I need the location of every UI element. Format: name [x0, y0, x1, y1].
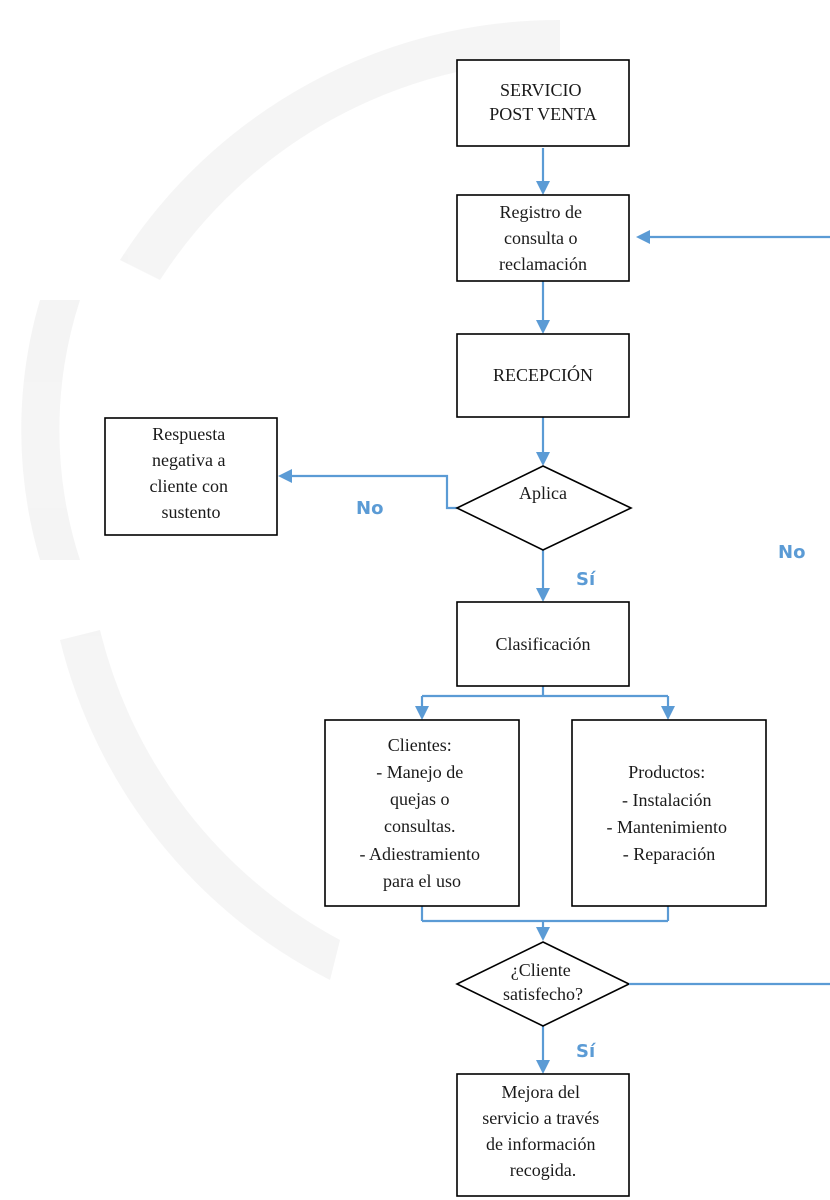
- node-registro-line-3: reclamación: [499, 254, 587, 274]
- node-productos-line-2: - Instalación: [622, 790, 711, 810]
- arrowhead-mejora: [536, 1060, 550, 1074]
- node-mejora-line-4: recogida.: [510, 1160, 576, 1180]
- decision-satisfecho-line-2: satisfecho?: [503, 984, 583, 1004]
- arrowhead-registro: [536, 181, 550, 195]
- node-productos-line-3: - Mantenimiento: [607, 817, 727, 837]
- svg-text:RECEPCIÓN: RECEPCIÓN: [493, 364, 593, 385]
- node-respuesta-line-3: cliente con: [150, 476, 228, 496]
- svg-text:Productos: - Instalación: Productos: - Instalación - Mantenimiento…: [607, 762, 732, 864]
- node-mejora-servicio: Mejora del servicio a través de informac…: [456, 1073, 630, 1197]
- arrowhead-aplica: [536, 452, 550, 466]
- decision-aplica: Aplica: [455, 465, 633, 551]
- connectors: [278, 148, 830, 1074]
- decision-satisfecho-line-1: ¿Cliente: [511, 960, 571, 980]
- edge-aplica-no: [290, 474, 458, 510]
- node-recepcion: RECEPCIÓN: [456, 333, 630, 418]
- node-mejora-line-2: servicio a través: [482, 1108, 599, 1128]
- arrowhead-respuesta: [278, 469, 292, 483]
- arrowhead-productos: [661, 706, 675, 720]
- node-productos-line-1: Productos:: [628, 762, 705, 782]
- node-registro-line-2: consulta o: [504, 228, 578, 248]
- node-clientes-line-1: Clientes:: [388, 735, 452, 755]
- decision-cliente-satisfecho: ¿Cliente satisfecho?: [455, 941, 631, 1027]
- svg-text:Respuesta negativa a: Respuesta negativa a cliente con sustent…: [150, 424, 233, 522]
- node-recepcion-line-1: RECEPCIÓN: [493, 364, 593, 385]
- node-clasificacion-line-1: Clasificación: [496, 634, 591, 654]
- svg-text:SERVICIO POST VENTA: SERVICIO POST VENTA: [489, 80, 596, 124]
- node-respuesta-line-2: negativa a: [152, 450, 225, 470]
- node-mejora-line-3: de información: [486, 1134, 595, 1154]
- node-respuesta-negativa: Respuesta negativa a cliente con sustent…: [104, 417, 278, 536]
- node-clientes: Clientes: - Manejo de quejas o consultas…: [324, 719, 520, 907]
- node-clientes-line-2: - Manejo de: [376, 762, 463, 782]
- arrowhead-loop-registro: [636, 230, 650, 244]
- node-productos: Productos: - Instalación - Mantenimiento…: [571, 719, 767, 907]
- edge-label-aplica-no: No: [356, 498, 383, 519]
- node-clientes-line-3: quejas o: [390, 789, 449, 809]
- svg-text:Aplica: Aplica: [519, 483, 567, 503]
- svg-text:Clientes: - Manejo de: Clientes: - Manejo de quejas o consultas…: [360, 735, 485, 891]
- node-clientes-line-4: consultas.: [384, 816, 456, 836]
- node-registro-consulta: Registro de consulta o reclamación: [456, 194, 630, 282]
- node-clientes-line-6: para el uso: [383, 871, 461, 891]
- watermark-seal: [21, 19, 560, 980]
- edge-label-satisfecho-si: Sí: [576, 1041, 596, 1062]
- edge-label-aplica-si: Sí: [576, 569, 596, 590]
- arrowhead-clientes: [415, 706, 429, 720]
- svg-text:¿Cliente satisfecho?: ¿Cliente satisfecho?: [503, 960, 583, 1004]
- node-servicio-line-1: SERVICIO: [500, 80, 582, 100]
- node-clasificacion: Clasificación: [456, 601, 630, 687]
- svg-text:Registro de consulta o: Registro de consulta o reclamación: [499, 202, 587, 274]
- node-clientes-line-5: - Adiestramiento: [360, 844, 480, 864]
- node-servicio-line-2: POST VENTA: [489, 104, 596, 124]
- node-respuesta-line-4: sustento: [161, 502, 220, 522]
- arrowhead-satisfecho: [536, 927, 550, 941]
- edge-label-satisfecho-no: No: [778, 542, 805, 563]
- decision-aplica-label: Aplica: [519, 483, 567, 503]
- node-registro-line-1: Registro de: [500, 202, 583, 222]
- svg-text:Mejora del servicio a tr: Mejora del servicio a través de informac…: [482, 1082, 603, 1180]
- arrowhead-recepcion: [536, 320, 550, 334]
- svg-text:Clasificación: Clasificación: [496, 634, 591, 654]
- node-productos-line-4: - Reparación: [623, 844, 715, 864]
- node-respuesta-line-1: Respuesta: [152, 424, 225, 444]
- node-mejora-line-1: Mejora del: [502, 1082, 580, 1102]
- node-servicio-post-venta: SERVICIO POST VENTA: [456, 59, 630, 147]
- arrowhead-clasificacion: [536, 588, 550, 602]
